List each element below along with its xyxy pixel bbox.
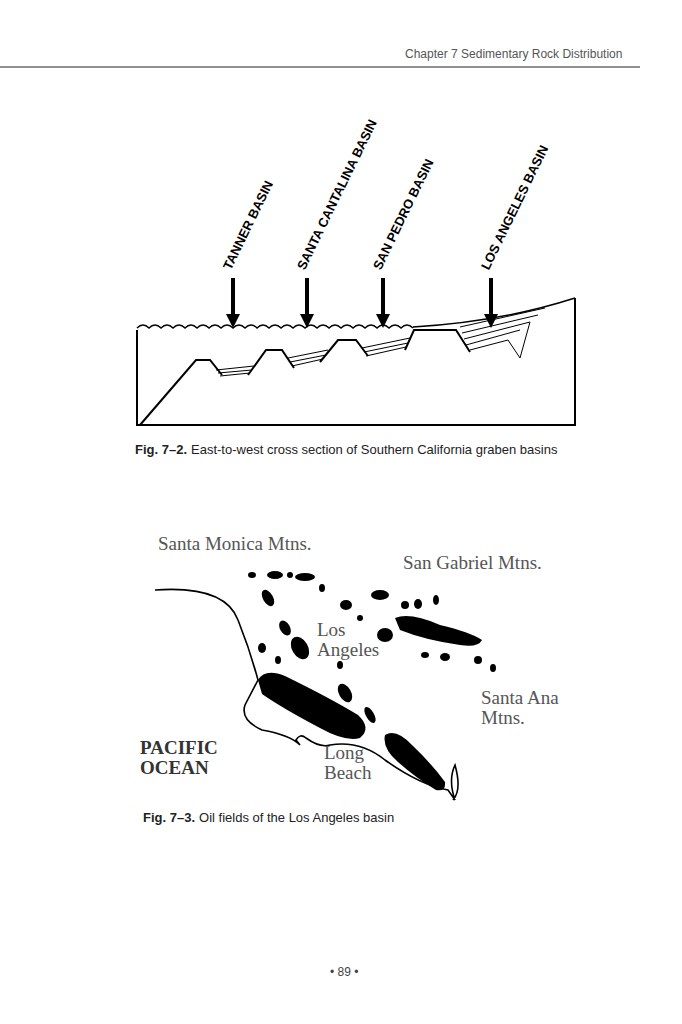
basin-name: TANNER BASIN bbox=[220, 177, 277, 274]
running-header: Chapter 7 Sedimentary Rock Distribution bbox=[405, 48, 622, 61]
basin-name: SAN PEDRO BASIN bbox=[370, 155, 437, 274]
city-label: Long Beach bbox=[324, 743, 384, 783]
sediment-layers bbox=[216, 308, 545, 376]
page-number: • 89 • bbox=[330, 966, 358, 979]
mountain-label: San Gabriel Mtns. bbox=[403, 553, 542, 573]
figure-number: Fig. 7–3. bbox=[143, 811, 195, 825]
ocean-label: PACIFIC OCEAN bbox=[140, 738, 240, 778]
mountain-label: Santa Ana Mtns. bbox=[481, 688, 571, 728]
figure-number: Fig. 7–2. bbox=[135, 443, 187, 457]
basin-name: LOS ANGELES BASIN bbox=[478, 141, 552, 273]
city-label: Los Angeles bbox=[317, 620, 387, 660]
oil-fields bbox=[248, 571, 496, 790]
basin-arrows bbox=[233, 278, 491, 318]
figure-caption: Oil fields of the Los Angeles basin bbox=[199, 811, 394, 825]
mountain-label: Santa Monica Mtns. bbox=[158, 534, 312, 554]
header-rule bbox=[0, 67, 640, 68]
basin-name: SANTA CANTALINA BASIN bbox=[294, 116, 381, 274]
figure-caption: East-to-west cross section of Southern C… bbox=[191, 443, 557, 457]
cross-section bbox=[137, 298, 575, 425]
